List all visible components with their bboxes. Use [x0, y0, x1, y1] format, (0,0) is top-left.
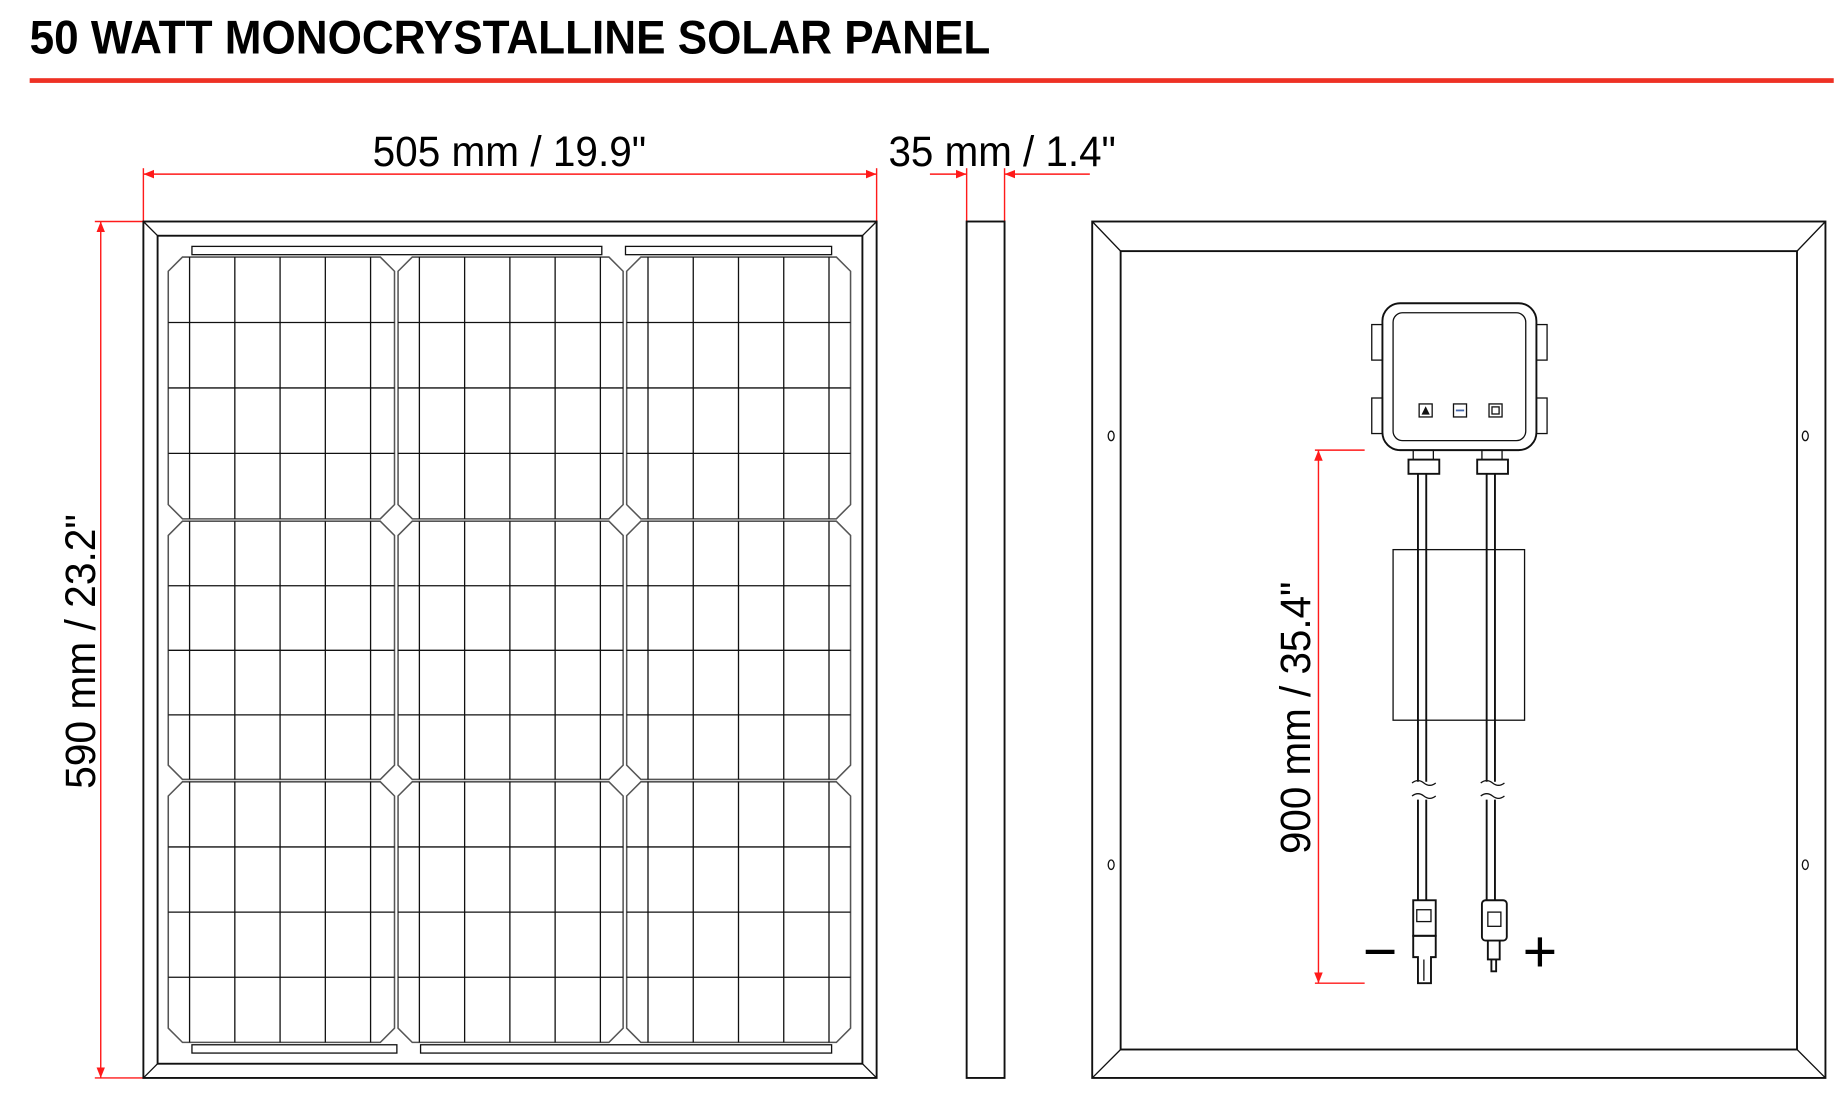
page-title: 50 WATT MONOCRYSTALLINE SOLAR PANEL [30, 11, 991, 64]
cable-length-dimension: 900 mm / 35.4" [1272, 449, 1365, 984]
warning-icon [1418, 403, 1433, 418]
panel-back-view: − + 900 mm / 35.4" [1091, 220, 1827, 1079]
cell-block [625, 256, 852, 520]
junction-box [1371, 302, 1548, 475]
cell-block [625, 781, 852, 1044]
height-dimension: 590 mm / 23.2" [57, 220, 144, 1079]
cell-block [397, 781, 624, 1044]
label-icon [1452, 403, 1468, 418]
cell-block [167, 781, 396, 1044]
width-dimension: 505 mm / 19.9" [142, 128, 878, 222]
cell-block [625, 520, 852, 781]
cell-grid [167, 256, 852, 1044]
cell-block [397, 256, 624, 520]
cables [1392, 473, 1526, 901]
depth-dimension: 35 mm / 1.4" [888, 128, 1116, 222]
depth-label: 35 mm / 1.4" [888, 128, 1115, 176]
cell-block [397, 520, 624, 781]
busbar [624, 245, 833, 256]
cell-block [167, 256, 396, 520]
panel-side-view [965, 220, 1006, 1079]
negative-label: − [1363, 917, 1398, 984]
mounting-hole [1107, 430, 1115, 442]
positive-connector [1480, 899, 1508, 973]
busbar [191, 245, 603, 256]
negative-connector [1412, 899, 1437, 985]
title-underline [29, 78, 1834, 83]
width-label: 505 mm / 19.9" [373, 128, 647, 176]
positive-label: + [1523, 917, 1558, 984]
mounting-hole [1801, 859, 1809, 871]
panel-front-view [142, 220, 878, 1079]
cable-label [1392, 548, 1526, 721]
busbar [419, 1044, 833, 1054]
height-label: 590 mm / 23.2" [57, 514, 105, 789]
mounting-hole [1801, 430, 1809, 442]
mounting-hole [1107, 859, 1115, 871]
ground-icon [1488, 403, 1503, 418]
busbar [191, 1044, 398, 1054]
cable-length-label: 900 mm / 35.4" [1272, 582, 1320, 854]
cell-block [167, 520, 396, 781]
